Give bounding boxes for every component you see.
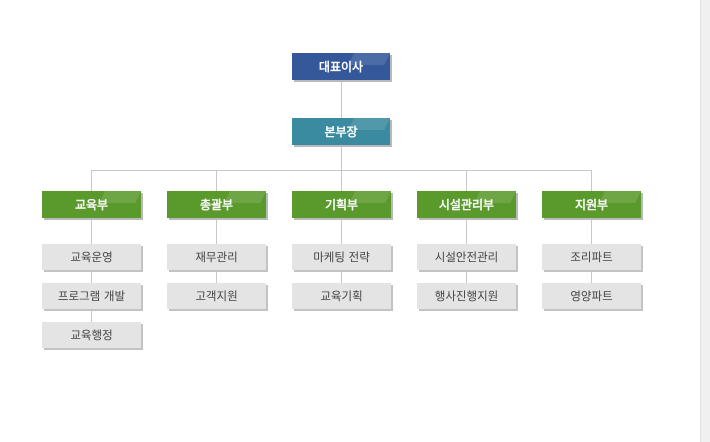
node-ceo: 대표이사 [292, 53, 390, 80]
node-dept-general: 총괄부 [167, 191, 266, 218]
node-ceo-label: 대표이사 [318, 60, 364, 74]
node-team: 조리파트 [542, 244, 641, 270]
team-label: 교육운영 [70, 250, 113, 264]
team-label: 교육행정 [70, 328, 113, 342]
node-team: 교육운영 [42, 244, 141, 270]
connector-bus-dept-4 [466, 170, 467, 191]
team-label: 시설안전관리 [434, 250, 499, 264]
connector-hq-bus [341, 145, 342, 170]
connector-bus-dept-5 [591, 170, 592, 191]
node-team: 교육행정 [42, 322, 141, 348]
dept-label: 기획부 [324, 198, 359, 212]
team-label: 재무관리 [195, 250, 238, 264]
node-dept-planning: 기획부 [292, 191, 391, 218]
dept-label: 지원부 [574, 198, 609, 212]
dept-label: 총괄부 [199, 198, 234, 212]
node-team: 고객지원 [167, 283, 266, 309]
team-label: 영양파트 [570, 289, 613, 303]
node-team: 재무관리 [167, 244, 266, 270]
connector-ceo-hq [341, 80, 342, 118]
node-team: 마케팅 전략 [292, 244, 391, 270]
node-headquarters-label: 본부장 [324, 125, 358, 139]
node-team: 행사진행지원 [417, 283, 516, 309]
node-team: 교육기획 [292, 283, 391, 309]
right-sidebar-edge [700, 0, 710, 442]
team-label: 조리파트 [570, 250, 613, 264]
node-team: 시설안전관리 [417, 244, 516, 270]
node-headquarters: 본부장 [292, 118, 390, 145]
team-label: 고객지원 [195, 289, 238, 303]
connector-bus-dept-3 [341, 170, 342, 191]
connector-bus-dept-2 [216, 170, 217, 191]
node-dept-facilities: 시설관리부 [417, 191, 516, 218]
connector-dept-1-teams [91, 218, 92, 336]
dept-label: 시설관리부 [438, 198, 495, 212]
team-label: 교육기획 [320, 289, 363, 303]
team-label: 마케팅 전략 [313, 250, 370, 264]
node-dept-education: 교육부 [42, 191, 141, 218]
team-label: 프로그램 개발 [57, 289, 126, 303]
team-label: 행사진행지원 [434, 289, 499, 303]
dept-label: 교육부 [74, 198, 109, 212]
node-team: 영양파트 [542, 283, 641, 309]
node-dept-support: 지원부 [542, 191, 641, 218]
node-team: 프로그램 개발 [42, 283, 141, 309]
connector-bus-dept-1 [91, 170, 92, 191]
